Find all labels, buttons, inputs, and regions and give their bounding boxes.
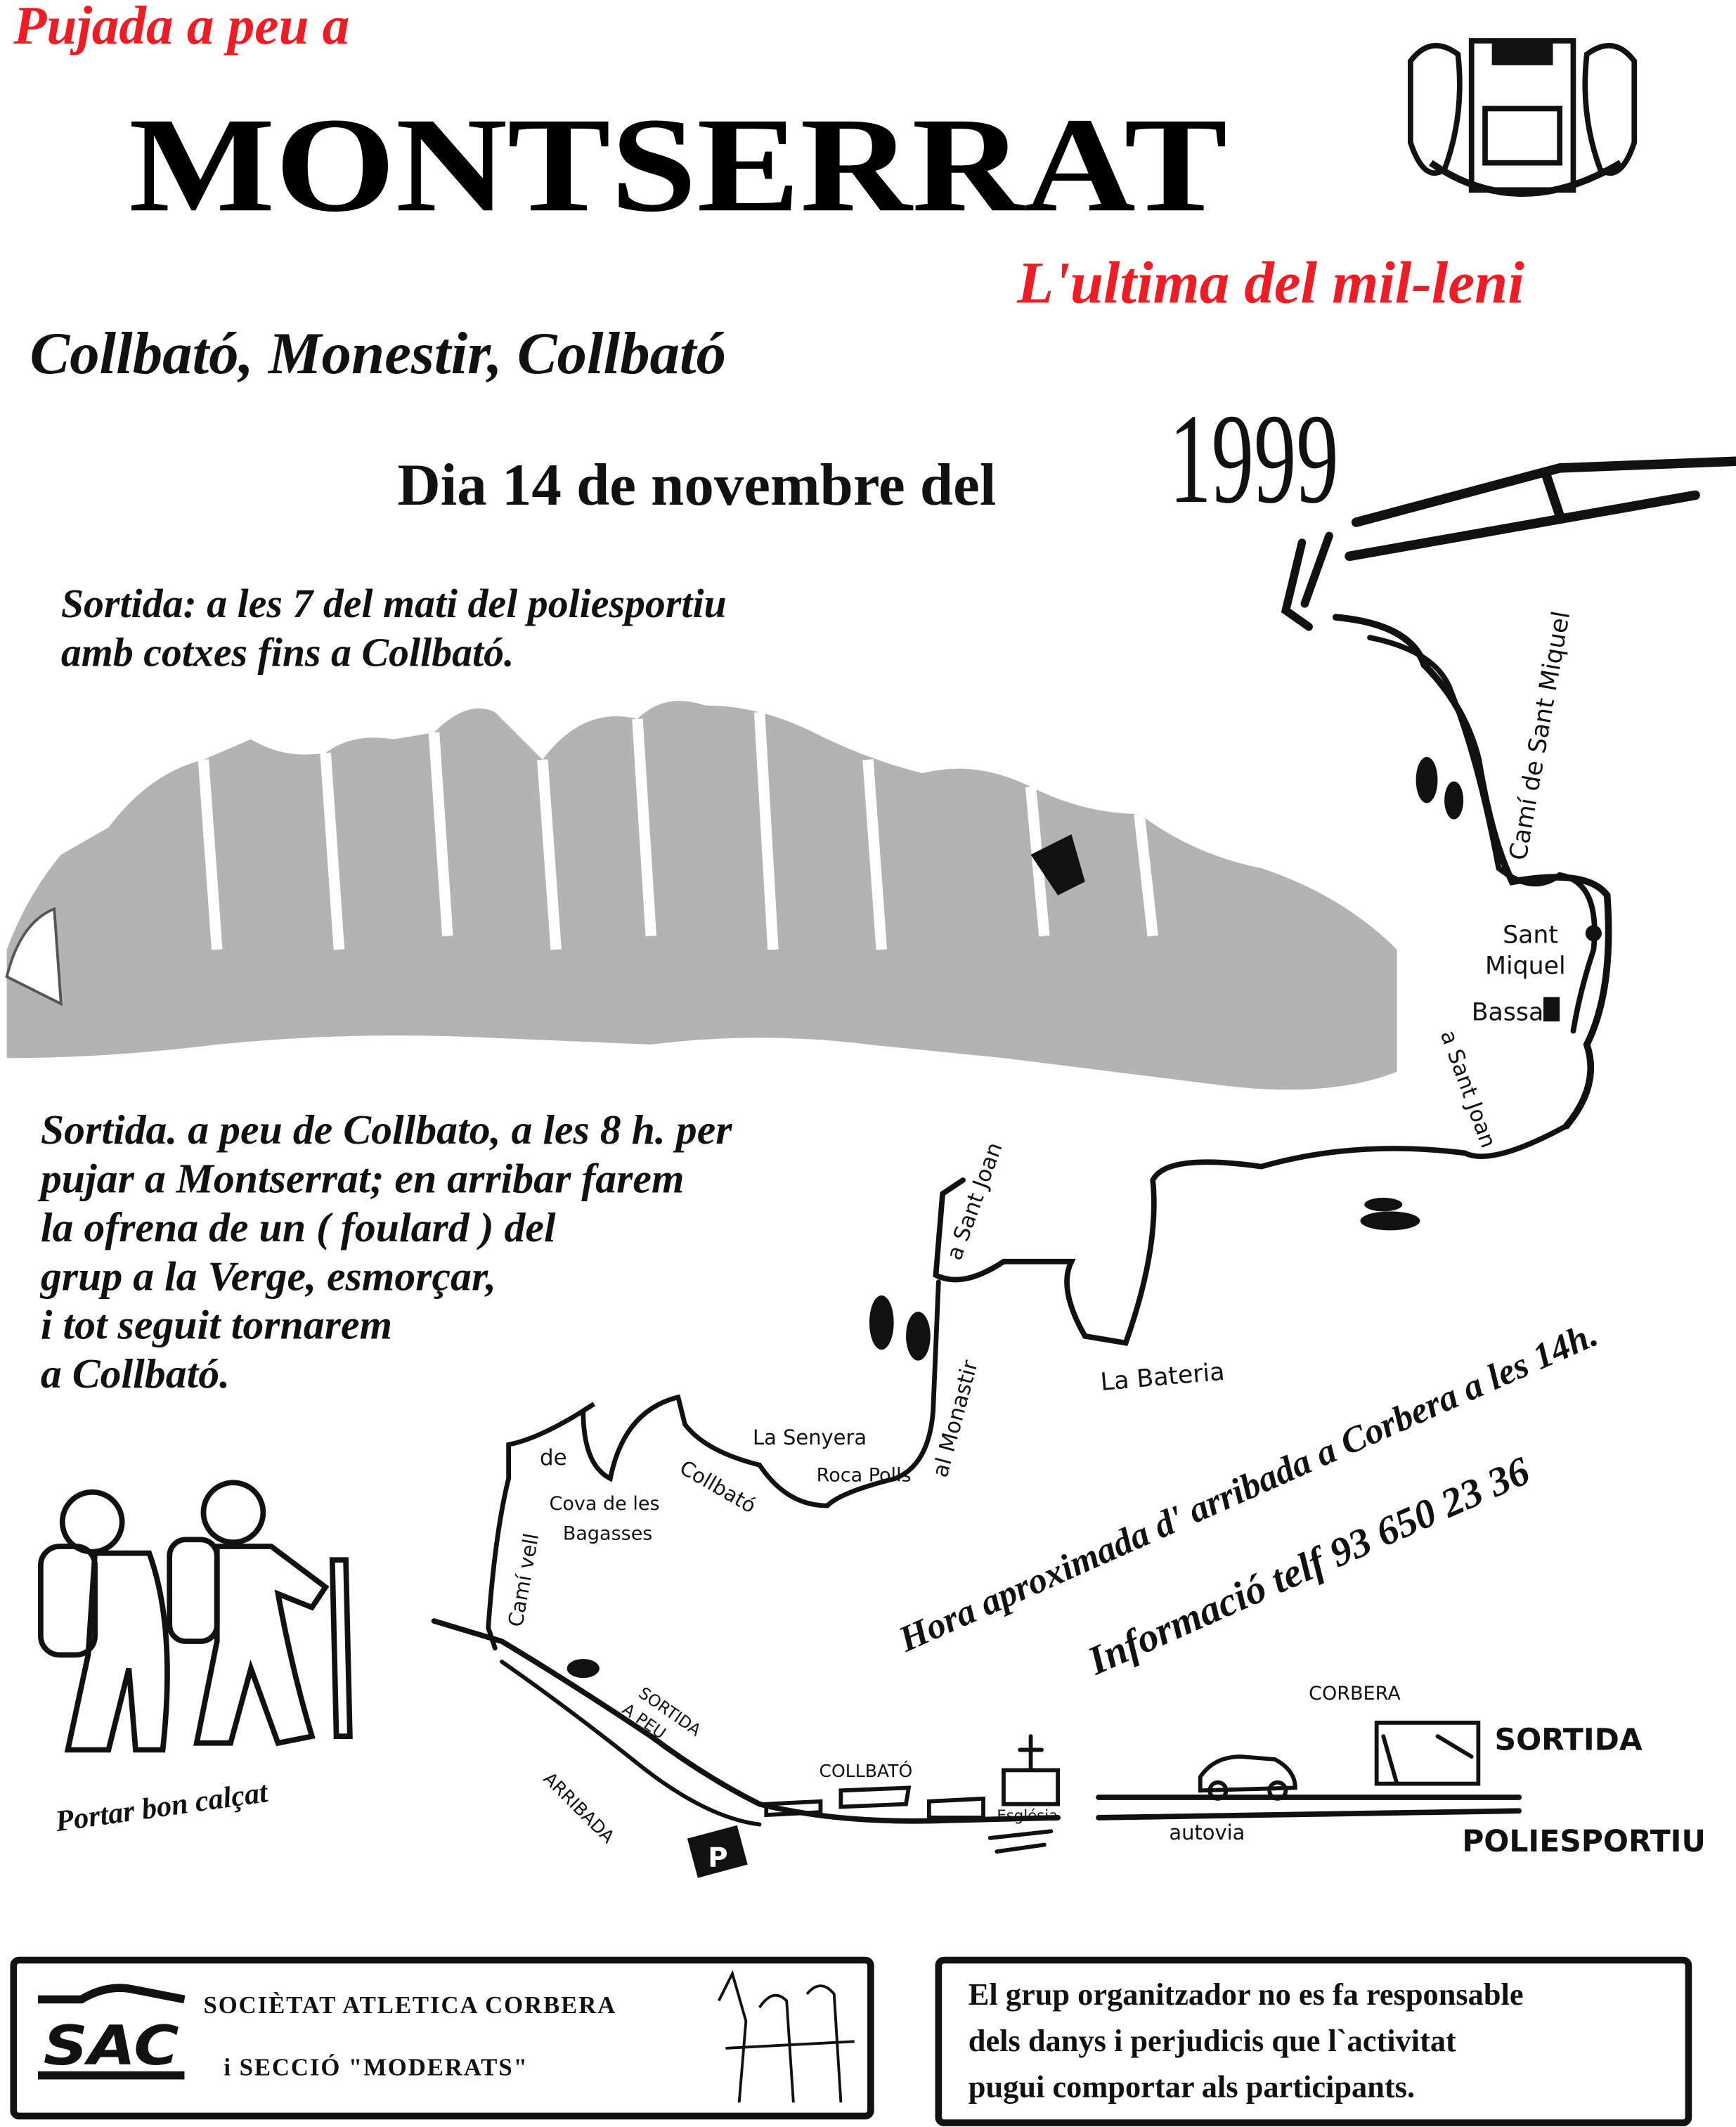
disclaimer-line: pugui comportar als participants. <box>969 2069 1415 2104</box>
pre-title: Pujada a peu a <box>13 0 349 56</box>
parking-label: P <box>708 1842 727 1873</box>
hikers-sketch-icon <box>718 1970 855 2103</box>
departure-line-1: Sortida: a les 7 del mati del poliesport… <box>61 581 727 626</box>
label-sant: Sant <box>1503 921 1558 949</box>
disclaimer-line: dels danys i perjudicis que l`activitat <box>969 2023 1456 2058</box>
label-esglesia: Església <box>997 1807 1058 1825</box>
walk-line: pujar a Montserrat; en arribar farem <box>37 1155 685 1201</box>
club-logo-text: SAC <box>44 2015 179 2078</box>
label-la-senyera: La Senyera <box>753 1425 867 1449</box>
label-cami-vell: Camí vell <box>503 1532 543 1629</box>
club-section: i SECCIÓ "MODERATS" <box>224 2054 528 2081</box>
date-text: Dia 14 de novembre del <box>397 452 996 518</box>
main-title: MONTSERRAT <box>129 89 1227 240</box>
label-collbato-town: COLLBATÓ <box>820 1760 913 1781</box>
label-a-sant-joan: a Sant Joan <box>942 1139 1008 1264</box>
disclaimer-line: El grup organitzador no es fa responsabl… <box>969 1977 1524 2012</box>
label-roca-polls: Roca Polls <box>817 1464 912 1486</box>
footwear-note: Portar bon calçat <box>53 1776 271 1838</box>
disclaimer-box: El grup organitzador no es fa responsabl… <box>935 1956 1692 2126</box>
hikers-icon <box>38 1480 353 1753</box>
route-map <box>431 456 1736 1854</box>
departure-line-2: amb cotxes fins a Collbató. <box>61 630 514 675</box>
club-name: SOCIÈTAT ATLETICA CORBERA <box>203 1991 616 2019</box>
label-corbera: CORBERA <box>1309 1683 1401 1705</box>
label-miquel: Miquel <box>1485 952 1566 981</box>
route: Collbató, Monestir, Collbató <box>30 321 726 387</box>
label-autovia: autovia <box>1169 1821 1245 1844</box>
subtitle: L'ultima del mil-leni <box>1016 250 1524 316</box>
label-la-bateria: La Bateria <box>1099 1358 1226 1397</box>
montserrat-mountain-illustration <box>5 701 1397 1090</box>
label-poliesportiu: POLIESPORTIU <box>1462 1825 1706 1859</box>
info-phone: Informació telf 93 650 23 36 <box>1080 1447 1536 1683</box>
label-sortida: SORTIDA <box>1495 1723 1643 1757</box>
parking-sign: P <box>687 1825 748 1878</box>
year: 1999 <box>1169 387 1338 530</box>
parish-logo <box>1408 38 1638 197</box>
label-arribada: ARRIBADA <box>540 1769 618 1847</box>
label-bagasses: Bagasses <box>563 1522 653 1544</box>
label-collbato-path: Collbató <box>675 1455 760 1518</box>
map-rock-marks <box>566 756 1602 1679</box>
label-de: de <box>540 1445 567 1470</box>
walk-line: Sortida. a peu de Collbato, a les 8 h. p… <box>41 1106 732 1153</box>
label-cami-sant-miquel: Camí de Sant Miquel <box>1504 609 1576 862</box>
walk-line: la ofrena de un ( foulard ) del <box>41 1204 556 1250</box>
walk-line: a Collbató. <box>41 1350 230 1397</box>
walk-line: i tot seguit tornarem <box>41 1302 392 1348</box>
label-bassa: Bassa <box>1472 998 1544 1026</box>
label-cova-de-les: Cova de les <box>550 1493 660 1515</box>
club-box: SAC SOCIÈTAT ATLETICA CORBERA i SECCIÓ "… <box>10 1956 874 2120</box>
walk-description: Sortida. a peu de Collbato, a les 8 h. p… <box>37 1106 732 1397</box>
label-a-sant-joan: a Sant Joan <box>1435 1027 1501 1151</box>
walk-line: grup a la Verge, esmorçar, <box>39 1253 496 1299</box>
club-logo: SAC <box>38 1984 186 2080</box>
